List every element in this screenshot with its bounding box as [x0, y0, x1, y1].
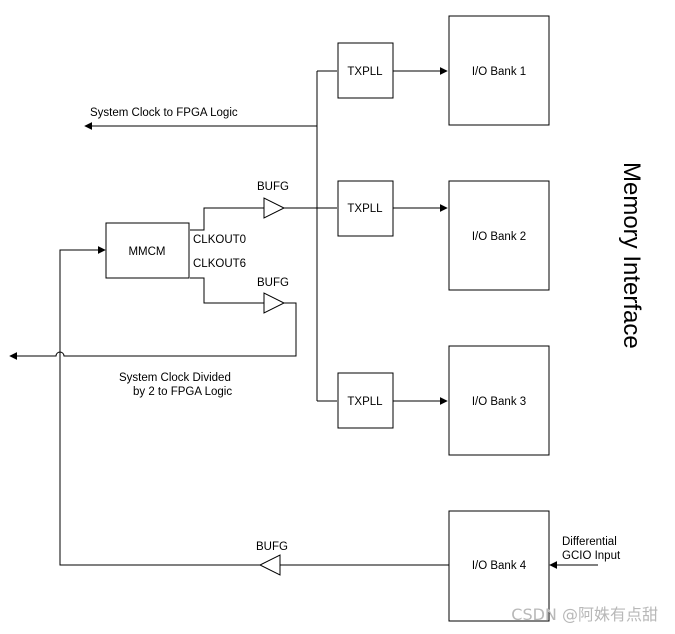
bufg-feedback-label: BUFG: [256, 541, 288, 553]
io-bank-2-block: [448, 180, 550, 291]
divided-clock-label-line2: by 2 to FPGA Logic: [133, 386, 232, 398]
bufg-clkout6-buffer: [263, 292, 286, 314]
mmcm-block: [105, 222, 190, 279]
txpll-2-label: TXPLL: [347, 203, 383, 215]
bufg-clkout6-label: BUFG: [257, 277, 289, 289]
io-bank-4-block: [448, 510, 550, 622]
txpll-2-block: [337, 180, 394, 237]
bufg-clkout0-buffer: [263, 197, 286, 219]
io-bank-2-label: I/O Bank 2: [472, 231, 526, 243]
wires: [9, 67, 598, 569]
io-bank-1-label: I/O Bank 1: [472, 66, 526, 78]
io-bank-1-block: [448, 15, 550, 126]
txpll-1-label: TXPLL: [347, 66, 383, 78]
clkout0-wire: [190, 207, 264, 231]
memory-interface-label: Memory Interface: [618, 162, 645, 349]
divided-clock-label-line1: System Clock Divided: [119, 372, 231, 384]
mmcm-label: MMCM: [128, 246, 165, 258]
txpll-3-label: TXPLL: [347, 396, 383, 408]
txpll-3-block: [337, 372, 394, 429]
io-bank-3-label: I/O Bank 3: [472, 396, 526, 408]
clkout0-label: CLKOUT0: [193, 234, 246, 246]
gcio-input-label-line2: GCIO Input: [562, 550, 621, 562]
txpll-1-block: [337, 42, 394, 99]
watermark: CSDN @阿姝有点甜: [511, 605, 658, 624]
clkout6-wire: [190, 277, 264, 304]
system-clock-label: System Clock to FPGA Logic: [90, 107, 238, 119]
feedback-wire: [59, 246, 260, 566]
divided-clock-wire: [9, 302, 297, 360]
io-bank-3-block: [448, 345, 550, 456]
bufg-clkout0-label: BUFG: [257, 181, 289, 193]
gcio-input-label-line1: Differential: [562, 536, 617, 548]
clkout6-label: CLKOUT6: [193, 258, 246, 270]
io-bank-4-label: I/O Bank 4: [472, 560, 527, 572]
bufg-feedback-buffer: [258, 554, 281, 576]
